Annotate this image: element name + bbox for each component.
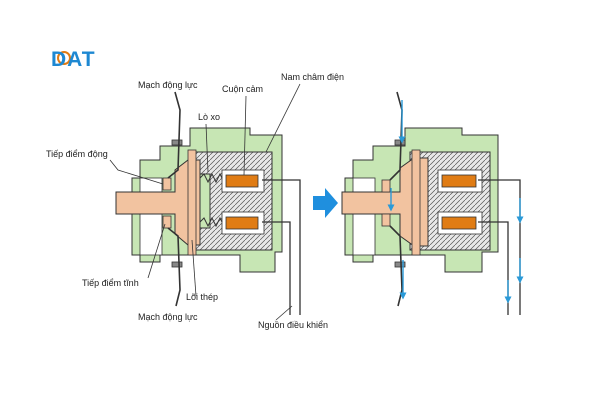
label-lo-xo: Lò xo [198,112,220,122]
moving-contact-bottom-right [381,213,391,227]
spring-bottom-left [199,216,223,228]
armature-plate-right [411,149,421,256]
terminal-screw-bottom-right [394,261,406,268]
logo-mark-icon [57,51,71,65]
armature-plate-left [187,149,197,256]
label-mach-dong-luc-bottom: Mạch động lực [138,312,198,322]
contactor-left [115,91,301,315]
armature-left [115,159,201,246]
label-tiep-diem-dong: Tiếp điểm động [46,149,108,159]
terminal-screw-top-right [394,139,406,146]
contactor-right [341,91,524,315]
terminal-screw-bottom-left [171,261,183,268]
brand-logo: DAT [51,48,96,71]
moving-contact-top-right [381,179,391,193]
label-mach-dong-luc-top: Mạch động lực [138,80,198,90]
coil-bottom-right [441,216,477,230]
terminal-screw-top-left [171,139,183,146]
label-loi-thep: Lõi thép [186,292,218,302]
label-nguon-dieu-khien: Nguồn điều khiển [258,320,328,330]
label-nam-cham-dien: Nam châm điện [281,72,344,82]
control-wire-2-left [262,221,291,315]
armature-right [341,157,429,247]
moving-contact-top-left [162,177,172,191]
leader-lines [109,83,301,321]
housing-window-right [352,177,376,256]
power-lead-top-left [167,91,181,179]
coil-top-left [225,174,259,188]
coil-bottom-left [225,216,259,230]
coil-top-right [441,174,477,188]
spring-top-left [199,172,223,184]
power-lead-bottom-left [167,227,181,307]
label-cuon-cam: Cuộn cảm [222,84,263,94]
control-wire-1-left [262,179,301,315]
transition-arrow-icon [313,188,338,218]
label-tiep-diem-tinh: Tiếp điểm tĩnh [82,278,139,288]
logo-text: DAT [51,48,96,71]
moving-contact-bottom-left [162,215,172,229]
